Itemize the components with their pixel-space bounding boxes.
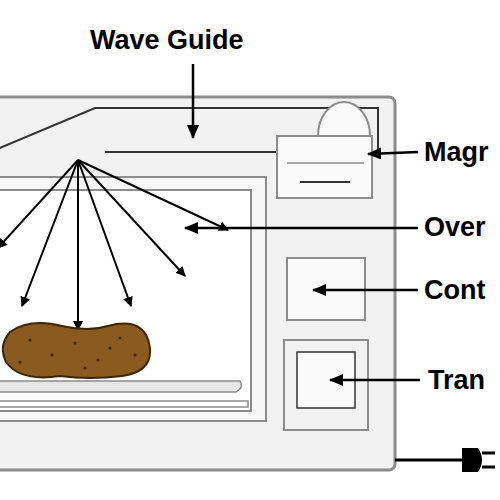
plate — [0, 381, 241, 392]
part-label: Cont — [424, 275, 485, 305]
leader-arrows — [185, 64, 420, 380]
microwave-rays — [0, 160, 228, 330]
part-label: Tran — [428, 365, 485, 395]
transformer-housing — [284, 340, 368, 430]
oven-door — [0, 177, 266, 421]
oven-housing — [0, 97, 395, 470]
magnetron-body — [277, 136, 372, 198]
part-label: Over — [424, 212, 486, 242]
potato-texture — [19, 337, 137, 370]
part-label: Magr — [424, 137, 489, 167]
plug — [462, 448, 482, 472]
potato — [3, 323, 150, 378]
turntable — [0, 401, 248, 407]
part-label: Wave Guide — [90, 25, 244, 55]
magnetron-dome — [318, 102, 370, 136]
power-cord — [395, 459, 462, 462]
